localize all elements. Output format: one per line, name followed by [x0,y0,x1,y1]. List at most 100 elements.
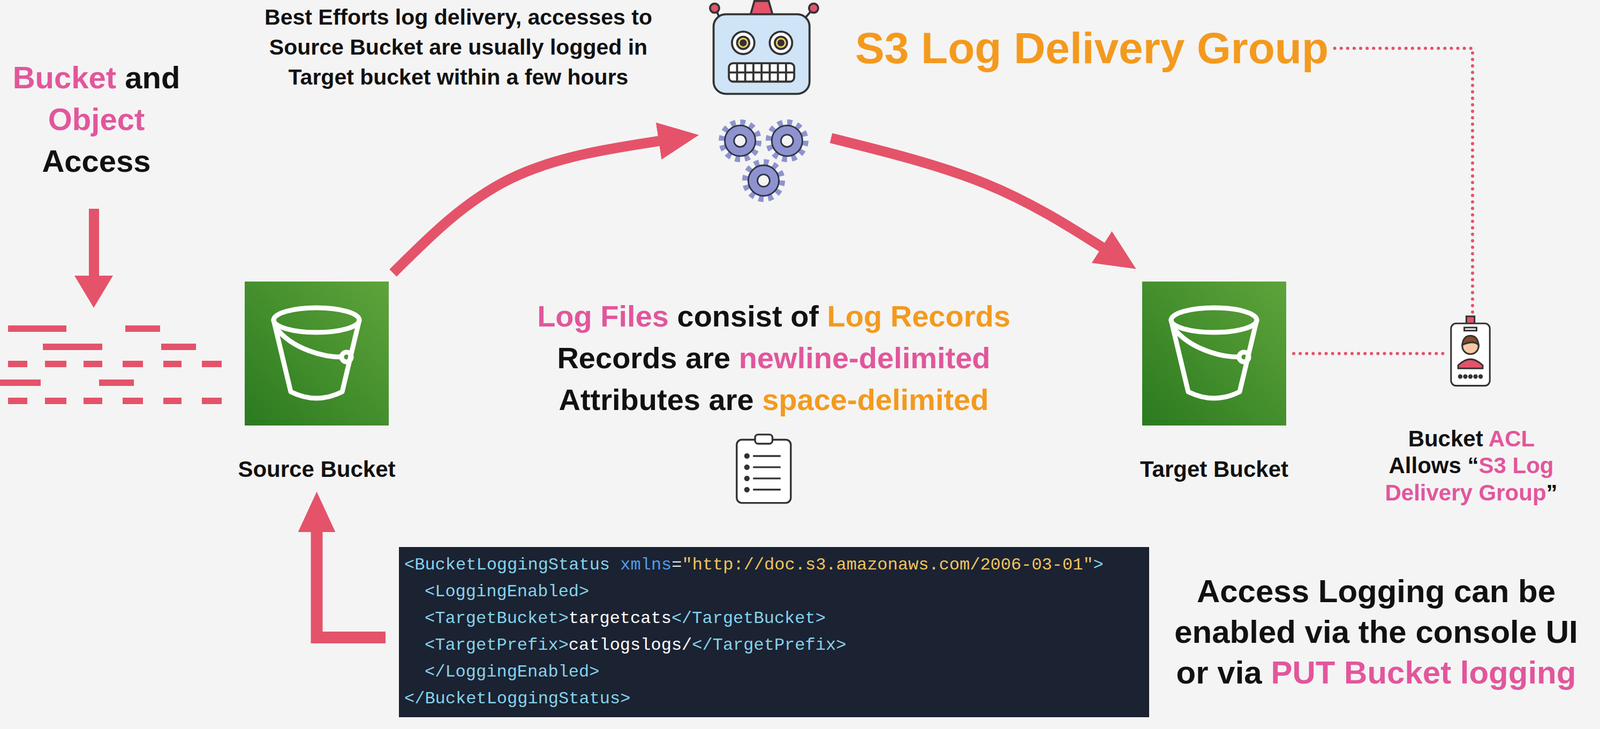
log-lines [8,325,67,332]
code-token: <BucketLoggingStatus [404,555,610,576]
text-run: Logging [1318,573,1446,610]
gears-icon [722,123,805,199]
code-token: <TargetPrefix [424,635,559,656]
text-run: Records [556,341,677,375]
gears-icon [722,123,758,159]
text-run: can [1453,573,1509,610]
code-line: </LoggingEnabled> [404,659,1144,686]
clipboard-icon [744,476,749,481]
robot-icon [768,63,772,82]
text-run [1506,453,1513,479]
source-bucket: Source Bucket [244,281,389,426]
gears-icon [769,123,805,159]
robot-icon [752,63,755,82]
robot-icon [731,31,755,55]
log-lines [8,397,28,405]
text-slot: Bucket ACL Allows “S3 Log Delivery Group… [1378,425,1564,507]
text-run: Access [1196,573,1310,610]
bucket-label: Target Bucket [1110,456,1319,483]
text-run: Access [41,143,151,179]
robot-icon [710,3,720,13]
text-run [668,299,678,334]
gears-icon [748,165,779,196]
code-token: > [620,689,631,709]
log-lines [163,397,182,405]
text-run: and [124,59,180,95]
code-token: "http://doc.s3.amazonaws.com/2006-03-01" [681,555,1093,576]
code-token: </BucketLoggingStatus [404,689,621,709]
log-format-note: Log Files consist of Log Records [425,298,1122,335]
log-lines [122,397,143,405]
target-bucket-icon [1142,281,1287,426]
target-bucket-icon [1142,281,1287,426]
code-token: catlogslogs/ [568,635,692,656]
text-run: be [1518,573,1556,610]
text-run [1334,654,1345,691]
text-run [1461,453,1468,479]
text-run: console [1415,614,1537,651]
code-token: </LoggingEnabled [424,662,590,683]
code-line: </BucketLoggingStatus> [404,685,1144,713]
text-run [1472,480,1479,506]
log-lines [161,343,196,351]
badge-icon [1468,375,1472,379]
acl-label: Bucket ACL Allows “S3 Log Delivery Group… [1378,425,1564,507]
robot-icon [774,36,788,50]
text-run: Group [1478,480,1547,506]
badge-icon [1474,375,1477,379]
text-run: “ [1467,453,1479,479]
robot-icon [809,3,819,13]
log-lines [122,360,143,368]
clipboard-icon [752,477,781,480]
text-run: Bucket [12,59,117,95]
log-lines [83,360,103,368]
badge-icon [1458,359,1483,369]
robot-icon [785,63,788,82]
gears-icon [769,123,805,159]
clipboard-icon [744,454,749,459]
log-lines [44,397,67,405]
clipboard-icon [744,465,749,470]
log-lines [44,360,67,368]
robot-icon [713,14,810,95]
log-lines [99,379,134,387]
text-run [1349,614,1359,651]
flow-arrow [831,138,1107,251]
text-run [116,59,125,95]
access-arrow [74,275,113,308]
log-lines [0,379,41,387]
text-run [881,299,891,334]
text-run [1208,654,1218,691]
label-slot: Log Files consist of Log Records [425,298,1122,335]
text-slot: Target Bucket [1110,456,1319,483]
log-format-note: Records are newline-delimited [425,340,1122,377]
log-lines [8,360,28,368]
gears-icon [746,163,782,199]
text-run: Attributes [559,382,701,417]
clipboard-icon [752,466,781,469]
text-run [818,299,828,334]
text-run: logging [1460,654,1577,691]
text-run: or [1176,654,1209,691]
robot-icon [778,40,784,46]
text-run: Allows [1388,453,1461,479]
access-arrow [88,208,100,282]
label-slot: Access Logging can be enabled via the co… [1164,571,1588,694]
logging-note: Access Logging can be enabled via the co… [1164,571,1588,694]
badge-icon [1462,335,1479,345]
clipboard-icon [755,434,773,444]
label-slot: Records are newline-delimited [425,340,1122,377]
code-line: <LoggingEnabled> [404,578,1144,606]
text-run: Object [48,101,146,137]
text-run: via [1304,614,1350,651]
code-token: </TargetBucket [671,608,816,629]
text-run: enabled [1174,614,1296,651]
text-run [782,299,791,334]
robot-icon [736,63,739,82]
log-lines [201,360,222,368]
code-token: > [815,608,826,629]
text-slot: Source Bucket [212,456,421,483]
label-slot: Bucket and Object Access [2,56,191,183]
text-run: are [708,382,754,417]
delivery-note: Best Efforts log delivery, accesses to S… [254,2,662,93]
